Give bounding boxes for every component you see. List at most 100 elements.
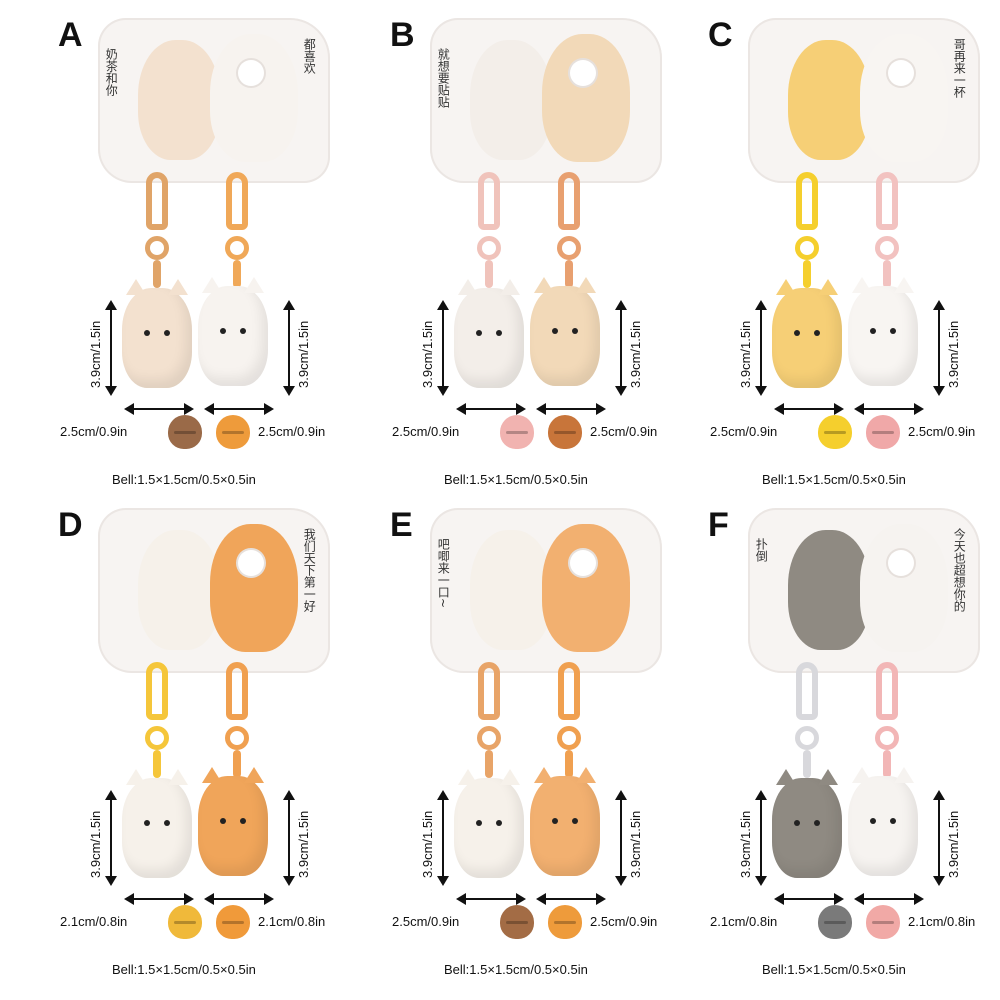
panel-letter: E [390,506,413,544]
clasp-right [558,662,580,720]
card-cat-right [860,524,948,652]
backing-card: 吧唧来一口~ [430,508,662,673]
figure-left [122,279,192,388]
height-label-right: 3.9cm/1.5in [946,320,961,388]
clasp-right [226,662,248,720]
figure-left [772,769,842,878]
card-cat-left [138,40,220,160]
width-arrow-left [456,893,526,905]
height-label-right: 3.9cm/1.5in [628,320,643,388]
width-label-left: 2.5cm/0.9in [710,424,778,439]
chain-right [883,260,891,288]
width-label-right: 2.1cm/0.8in [258,914,326,929]
width-label-right: 2.5cm/0.9in [590,424,658,439]
card-hole [888,550,914,576]
width-label-right: 2.5cm/0.9in [908,424,976,439]
card-caption-left: 就想要贴贴 [436,48,451,108]
ring-left [145,236,169,260]
clasp-left [146,172,168,230]
height-label-right: 3.9cm/1.5in [296,320,311,388]
clasp-left [796,172,818,230]
chain-left [153,750,161,778]
ring-left [795,726,819,750]
height-label-left: 3.9cm/1.5in [420,320,435,388]
height-label-left: 3.9cm/1.5in [738,320,753,388]
figure-right [530,767,600,876]
chain-left [485,750,493,778]
height-label-right: 3.9cm/1.5in [296,810,311,878]
width-arrow-left [456,403,526,415]
height-arrow-right [283,790,295,886]
figure-left [122,769,192,878]
card-cat-left [470,530,552,650]
bell-right [548,415,582,449]
card-cat-left [138,530,220,650]
card-hole [238,60,264,86]
card-caption-right: 今天也超想你的 [952,528,967,612]
height-arrow-left [437,790,449,886]
chain-right [233,260,241,288]
figure-left [454,279,524,388]
bell-size-label: Bell:1.5×1.5cm/0.5×0.5in [112,962,256,977]
card-cat-left [470,40,552,160]
height-arrow-left [105,790,117,886]
backing-card: 扑倒 今天也超想你的 [748,508,980,673]
card-cat-right [860,34,948,162]
keychain-panel: B 就想要贴贴 3.9cm/1.5in 3.9cm/1.5in [372,10,702,500]
bell-left [500,905,534,939]
card-caption-left: 扑倒 [754,538,769,562]
width-arrow-left [774,403,844,415]
ring-right [225,726,249,750]
card-hole [570,60,596,86]
keychain-panel: E 吧唧来一口~ 3.9cm/1.5in 3.9cm/1.5in [372,500,702,990]
bell-size-label: Bell:1.5×1.5cm/0.5×0.5in [444,472,588,487]
panel-letter: D [58,506,83,544]
height-arrow-left [755,300,767,396]
panel-letter: F [708,506,729,544]
width-label-left: 2.1cm/0.8in [60,914,128,929]
bell-left [818,905,852,939]
bell-size-label: Bell:1.5×1.5cm/0.5×0.5in [762,962,906,977]
ring-left [477,236,501,260]
width-label-right: 2.1cm/0.8in [908,914,976,929]
bell-size-label: Bell:1.5×1.5cm/0.5×0.5in [112,472,256,487]
chain-right [565,260,573,288]
card-cat-left [788,530,870,650]
panel-letter: B [390,16,415,54]
bell-right [216,415,250,449]
width-arrow-right [204,893,274,905]
card-caption-left: 奶茶和你 [104,48,119,96]
height-arrow-left [437,300,449,396]
backing-card: 奶茶和你 都喜欢 [98,18,330,183]
figure-right [848,277,918,386]
clasp-left [146,662,168,720]
figure-left [772,279,842,388]
bell-left [168,905,202,939]
height-label-left: 3.9cm/1.5in [420,810,435,878]
chain-left [803,260,811,288]
width-arrow-right [854,893,924,905]
backing-card: 我们天下第一好 [98,508,330,673]
height-label-right: 3.9cm/1.5in [946,810,961,878]
width-arrow-right [854,403,924,415]
card-caption-right: 我们天下第一好 [302,528,317,612]
card-cat-right [542,34,630,162]
card-hole [238,550,264,576]
chain-left [803,750,811,778]
keychain-panel: F 扑倒 今天也超想你的 3.9cm/1.5in 3.9cm/1.5in [690,500,1000,990]
figure-right [848,767,918,876]
width-label-left: 2.5cm/0.9in [392,424,460,439]
ring-left [795,236,819,260]
chain-right [565,750,573,778]
figure-right [530,277,600,386]
bell-size-label: Bell:1.5×1.5cm/0.5×0.5in [444,962,588,977]
ring-right [225,236,249,260]
height-arrow-left [105,300,117,396]
height-arrow-right [283,300,295,396]
backing-card: 就想要贴贴 [430,18,662,183]
width-arrow-right [536,893,606,905]
keychain-panel: A 奶茶和你 都喜欢 3.9cm/1.5in 3.9cm/1.5in [40,10,370,500]
clasp-right [226,172,248,230]
width-arrow-left [774,893,844,905]
chain-right [883,750,891,778]
